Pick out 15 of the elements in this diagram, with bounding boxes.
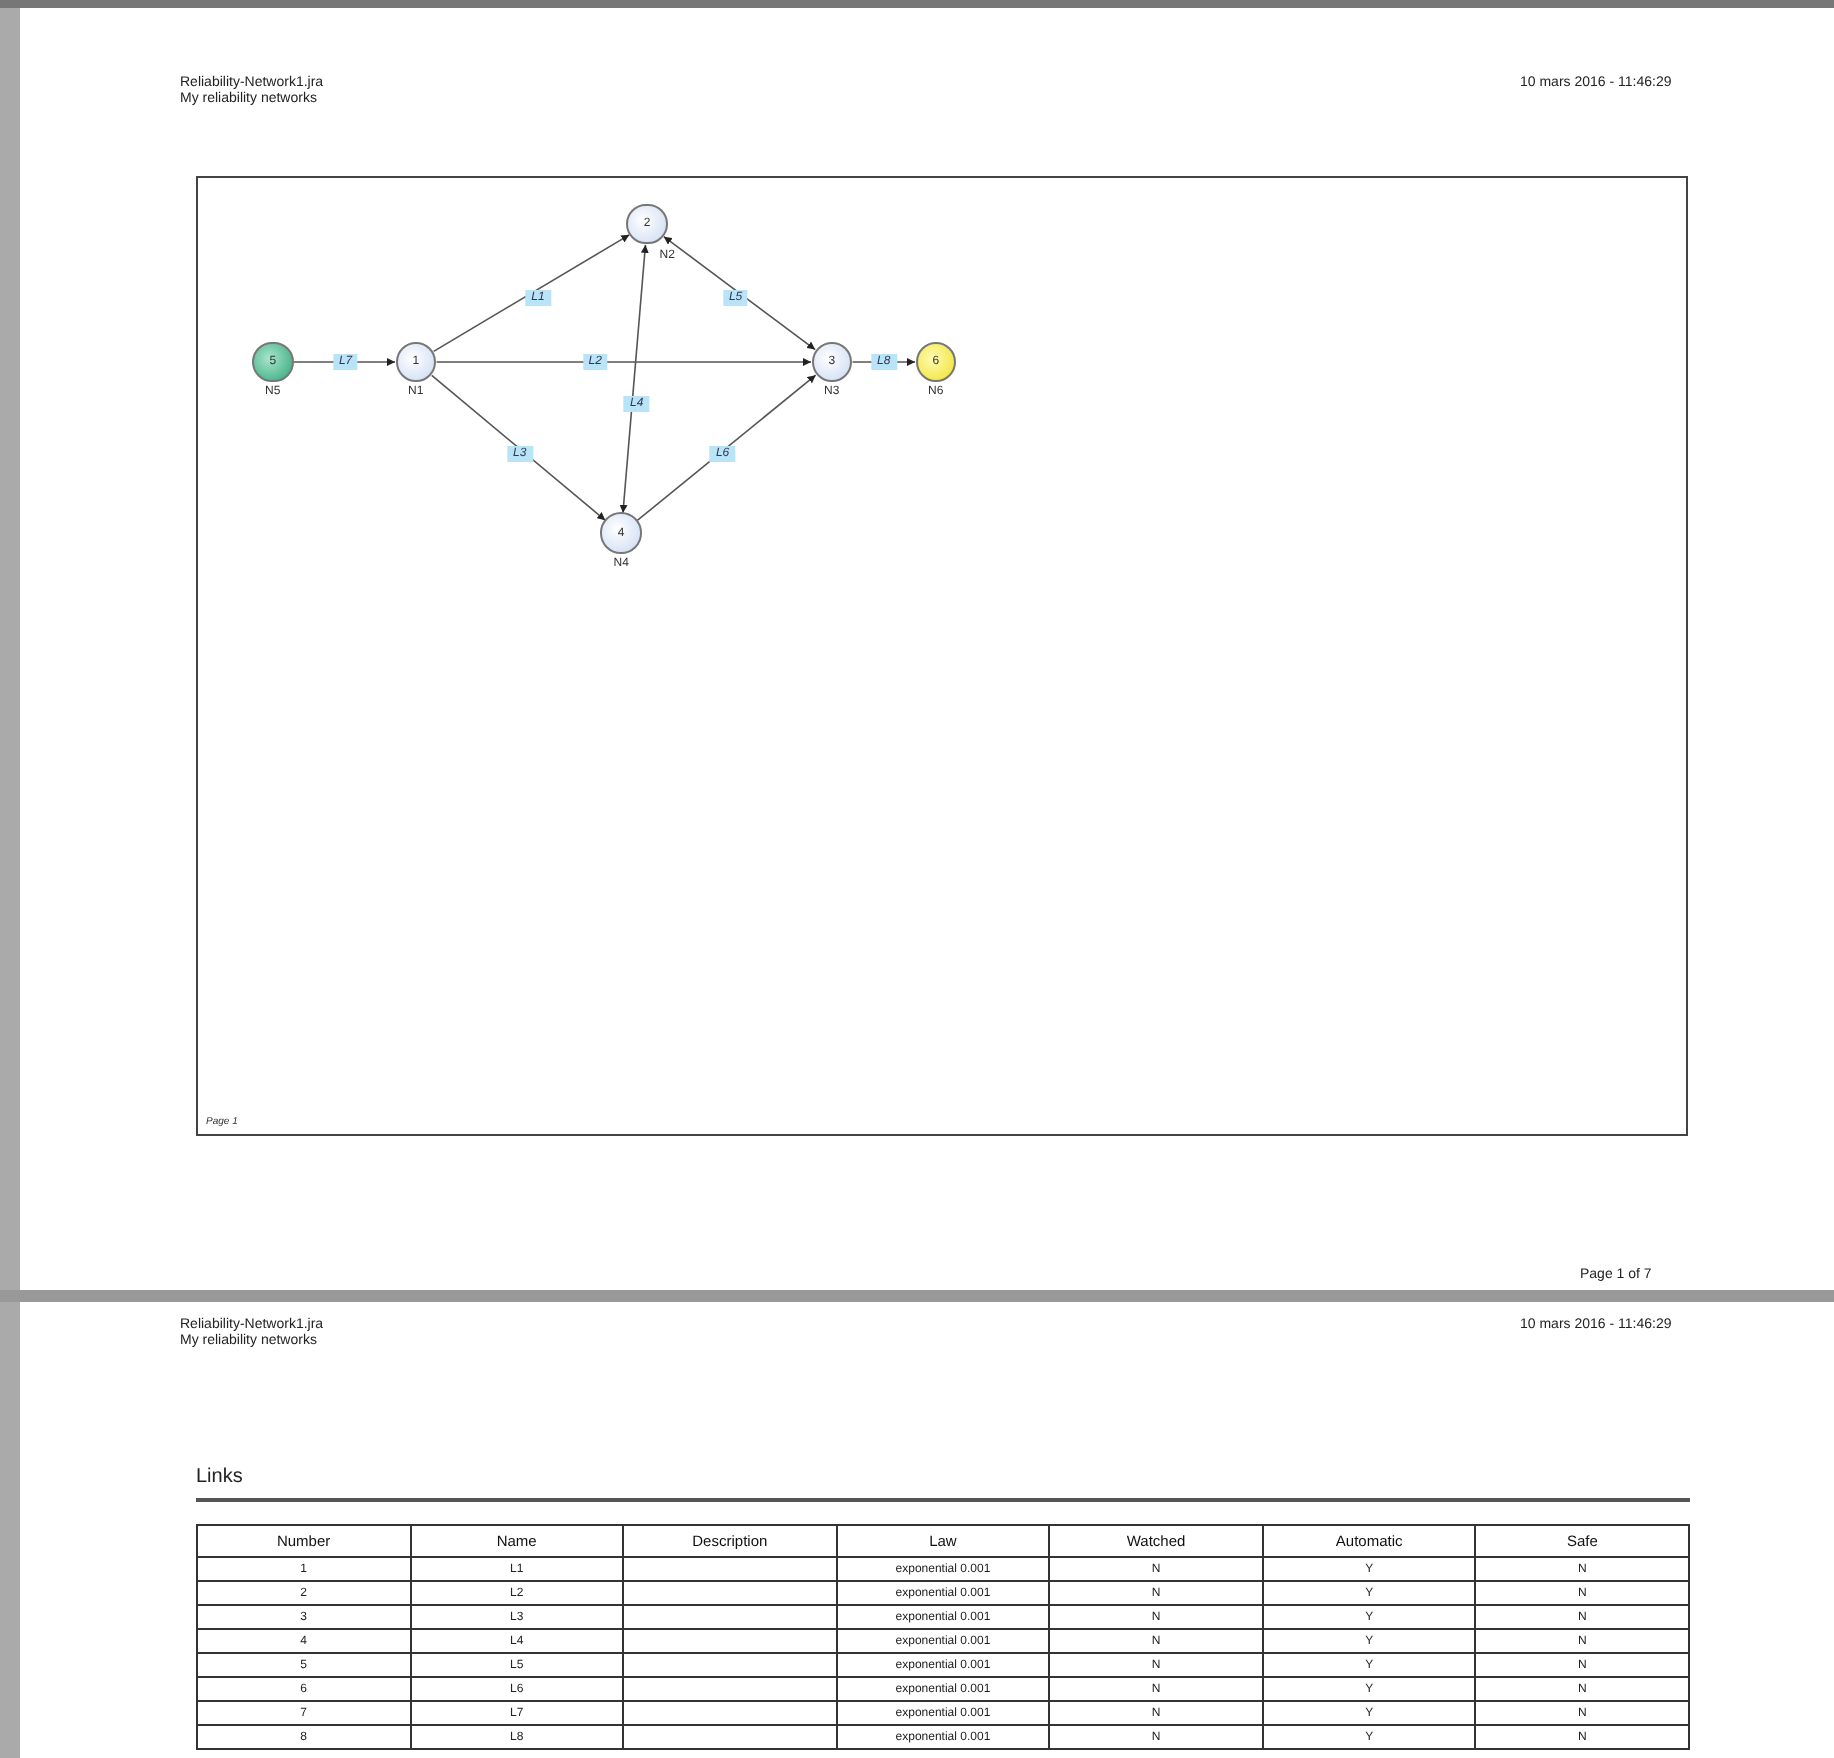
section-title: Links xyxy=(196,1466,243,1488)
node-circle xyxy=(915,341,957,383)
arrow xyxy=(636,374,817,522)
arrow xyxy=(851,358,916,366)
arrow xyxy=(292,358,396,366)
node-circle xyxy=(395,341,437,383)
node-circle xyxy=(600,512,642,555)
arrow xyxy=(619,244,649,514)
arrow xyxy=(663,235,816,351)
node-circle xyxy=(811,341,853,383)
arrow xyxy=(430,374,607,522)
arrow xyxy=(432,234,631,353)
node-circle xyxy=(626,203,668,245)
node-circle xyxy=(252,341,294,383)
arrow xyxy=(435,358,812,366)
